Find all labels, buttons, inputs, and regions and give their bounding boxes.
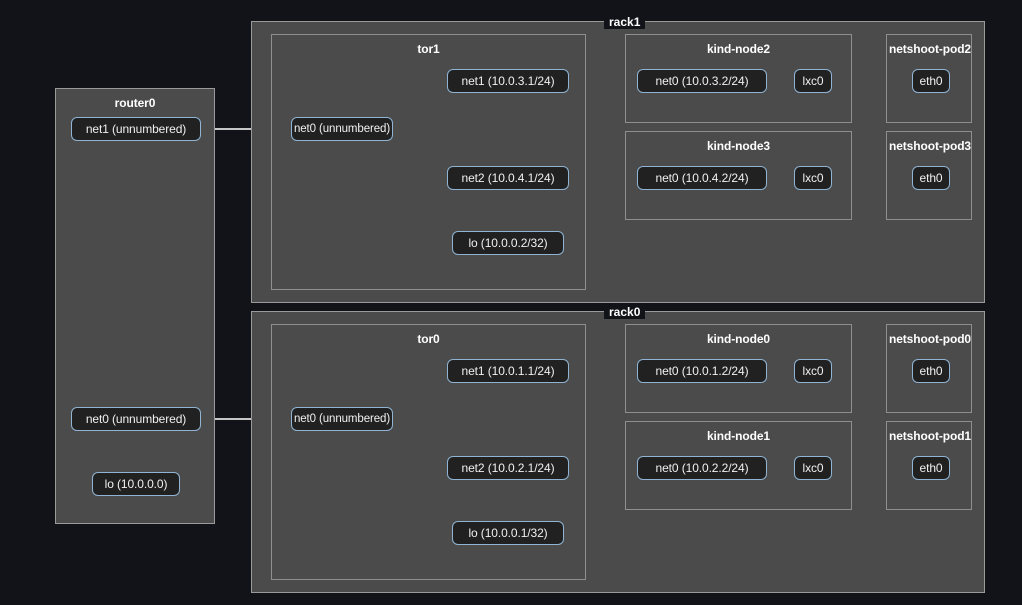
interface-tor0-lo[interactable]: lo (10.0.0.1/32): [452, 521, 564, 545]
interface-tor1-net1[interactable]: net1 (10.0.3.1/24): [447, 69, 569, 93]
group-netshoot-pod0-label: netshoot-pod0: [888, 332, 972, 346]
interface-netshoot-pod3-eth0[interactable]: eth0: [912, 166, 950, 190]
interface-tor1-lo[interactable]: lo (10.0.0.2/32): [452, 231, 564, 255]
group-router0-label: router0: [114, 96, 156, 110]
interface-kind-node0-lxc0[interactable]: lxc0: [794, 359, 832, 383]
group-tor1-label: tor1: [417, 42, 440, 56]
interface-kind-node1-net0[interactable]: net0 (10.0.2.2/24): [637, 456, 767, 480]
interface-router0-net1[interactable]: net1 (unnumbered): [71, 117, 201, 141]
interface-tor0-net1[interactable]: net1 (10.0.1.1/24): [447, 359, 569, 383]
interface-router0-lo[interactable]: lo (10.0.0.0): [92, 472, 180, 496]
interface-tor1-net0[interactable]: net0 (unnumbered): [291, 117, 393, 141]
interface-netshoot-pod0-eth0[interactable]: eth0: [912, 359, 950, 383]
interface-kind-node1-lxc0[interactable]: lxc0: [794, 456, 832, 480]
interface-router0-net0[interactable]: net0 (unnumbered): [71, 407, 201, 431]
interface-tor0-net0[interactable]: net0 (unnumbered): [291, 407, 393, 431]
group-rack0-label: rack0: [604, 305, 646, 319]
group-kind-node0-label: kind-node0: [706, 332, 770, 346]
interface-kind-node3-lxc0[interactable]: lxc0: [794, 166, 832, 190]
group-kind-node3-label: kind-node3: [706, 139, 770, 153]
group-tor0-label: tor0: [417, 332, 440, 346]
group-rack1-label: rack1: [604, 15, 646, 29]
group-netshoot-pod1[interactable]: netshoot-pod1: [886, 421, 972, 510]
group-kind-node1-label: kind-node1: [706, 429, 770, 443]
interface-tor1-net2[interactable]: net2 (10.0.4.1/24): [447, 166, 569, 190]
interface-netshoot-pod1-eth0[interactable]: eth0: [912, 456, 950, 480]
interface-kind-node3-net0[interactable]: net0 (10.0.4.2/24): [637, 166, 767, 190]
group-netshoot-pod3-label: netshoot-pod3: [888, 139, 972, 153]
interface-netshoot-pod2-eth0[interactable]: eth0: [912, 69, 950, 93]
interface-tor0-net2[interactable]: net2 (10.0.2.1/24): [447, 456, 569, 480]
group-netshoot-pod1-label: netshoot-pod1: [888, 429, 972, 443]
group-kind-node2-label: kind-node2: [706, 42, 770, 56]
group-netshoot-pod2-label: netshoot-pod2: [888, 42, 972, 56]
interface-kind-node2-lxc0[interactable]: lxc0: [794, 69, 832, 93]
interface-kind-node2-net0[interactable]: net0 (10.0.3.2/24): [637, 69, 767, 93]
group-router0[interactable]: router0: [55, 88, 215, 524]
interface-kind-node0-net0[interactable]: net0 (10.0.1.2/24): [637, 359, 767, 383]
